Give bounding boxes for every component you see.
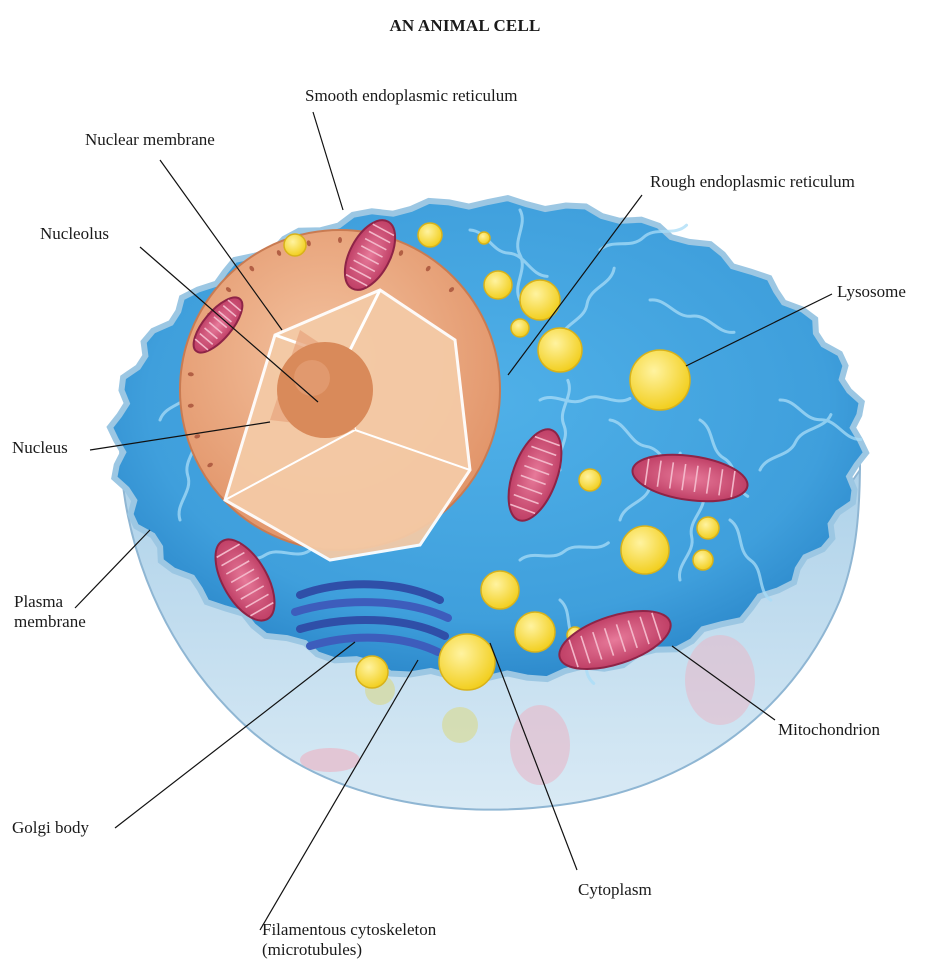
label-rough-er: Rough endoplasmic reticulum	[650, 172, 855, 192]
label-golgi-body: Golgi body	[12, 818, 89, 838]
label-mitochondrion: Mitochondrion	[778, 720, 880, 740]
label-cytoskeleton: Filamentous cytoskeleton (microtubules)	[262, 920, 436, 960]
label-cytoplasm: Cytoplasm	[578, 880, 652, 900]
label-nucleolus: Nucleolus	[40, 224, 109, 244]
label-nuclear-membrane: Nuclear membrane	[85, 130, 215, 150]
label-plasma-membrane: Plasma membrane	[14, 592, 86, 632]
label-nucleus: Nucleus	[12, 438, 68, 458]
label-smooth-er: Smooth endoplasmic reticulum	[305, 86, 517, 106]
diagram-title: AN ANIMAL CELL	[0, 16, 930, 36]
label-lysosome: Lysosome	[837, 282, 906, 302]
